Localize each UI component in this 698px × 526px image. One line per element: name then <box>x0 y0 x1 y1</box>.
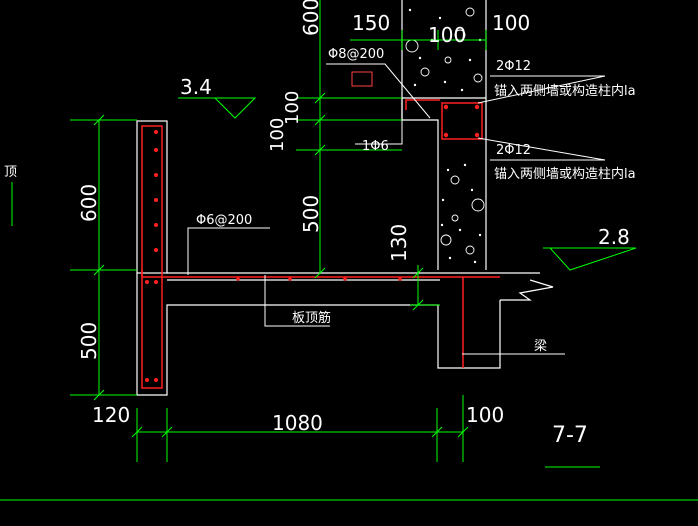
stirrup-top-label: Φ8@200 <box>328 47 384 62</box>
side-note: 顶 <box>4 165 17 180</box>
dim-130: 130 <box>387 224 411 262</box>
elevation-3-4: 3.4 <box>180 75 212 99</box>
anchor-note-a: 锚入两侧墙或构造柱内la <box>494 83 636 99</box>
slab-top-bar-label: 板顶筋 <box>292 310 331 326</box>
one-phi6-label: 1Φ6 <box>362 139 389 154</box>
dim-100-b: 100 <box>492 11 530 35</box>
section-title: 7-7 <box>552 423 588 448</box>
slab-top-bar-line <box>141 270 500 278</box>
dim-100-bottom: 100 <box>466 403 504 427</box>
break-line <box>500 279 554 301</box>
dim-100-vert-a: 100 <box>282 91 303 125</box>
elevation-2-8: 2.8 <box>598 225 630 249</box>
concrete-dots <box>408 8 482 264</box>
rebar-dots <box>145 104 480 382</box>
dim-100-a: 100 <box>428 23 466 47</box>
lintel-top <box>401 97 486 120</box>
slab-beam-outline <box>136 273 501 396</box>
stirrup-mark <box>351 71 373 87</box>
rebar-2phi12-a: 2Φ12 <box>496 59 531 74</box>
anchor-note-b: 锚入两侧墙或构造柱内la <box>494 166 636 182</box>
parapet-bars <box>141 125 163 389</box>
lintel-hook <box>405 99 440 110</box>
lintel-cage <box>441 102 483 140</box>
rebar <box>141 71 500 389</box>
dim-100-vert-b: 100 <box>267 118 288 152</box>
dim-150: 150 <box>352 11 390 35</box>
parapet-outline <box>136 120 168 274</box>
labels: 600 150 100 100 Φ8@200 3.4 100 100 1Φ6 2… <box>4 0 636 448</box>
rebar-2phi12-b: 2Φ12 <box>496 143 531 158</box>
beam-label: 梁 <box>534 339 547 354</box>
dim-600-top: 600 <box>299 0 323 36</box>
dim-500-mid: 500 <box>299 195 323 233</box>
dim-1080: 1080 <box>272 411 323 435</box>
lintel-bottom <box>402 119 439 270</box>
dim-120: 120 <box>92 403 130 427</box>
dimension-lines <box>0 0 698 501</box>
leader-lines <box>187 63 606 355</box>
dim-500-left: 500 <box>77 322 101 360</box>
dim-600-left: 600 <box>77 184 101 222</box>
stirrup-slab-label: Φ6@200 <box>196 213 252 228</box>
